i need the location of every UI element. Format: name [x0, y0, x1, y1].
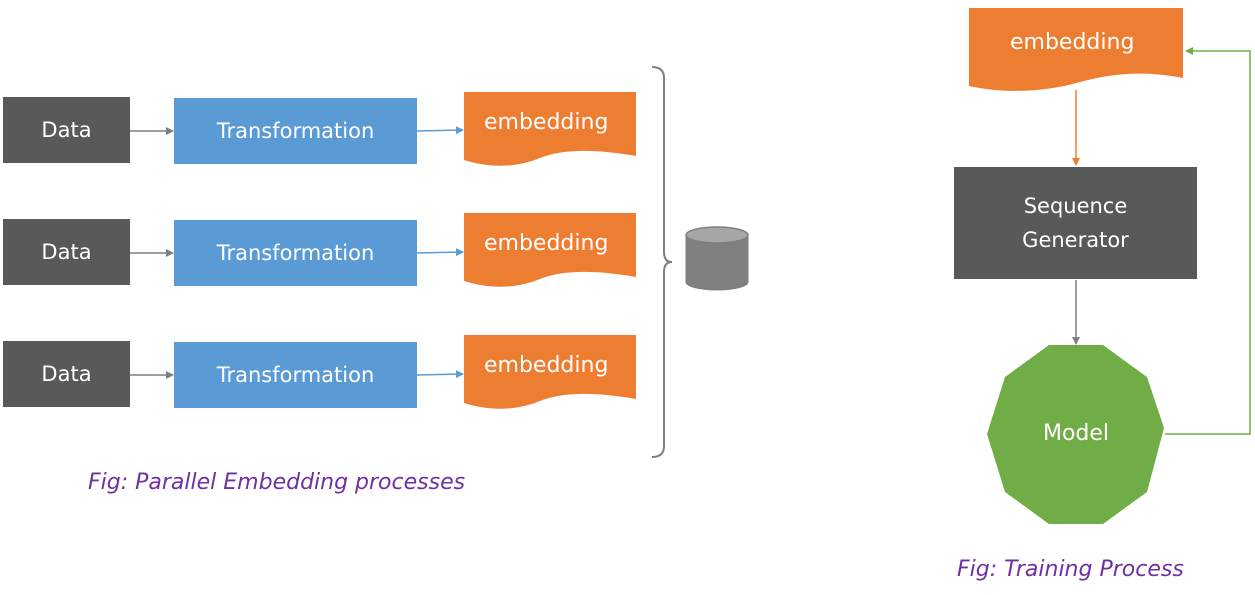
arrow-transformation-to-embedding-3	[416, 370, 464, 379]
caption-training-process: Fig: Training Process	[957, 557, 1184, 582]
data-label-2: Data	[41, 240, 92, 264]
transformation-box-1: Transformation	[174, 98, 417, 164]
right-brace	[651, 66, 673, 458]
data-label-1: Data	[41, 118, 92, 142]
embedding-doc-1	[464, 92, 636, 166]
arrow-transformation-to-embedding-2	[416, 248, 464, 257]
sequence-generator-label: Sequence Generator	[1022, 194, 1129, 252]
sequence-generator-box: Sequence Generator	[954, 167, 1197, 279]
embedding-label-2: embedding	[484, 231, 609, 256]
data-label-3: Data	[41, 362, 92, 386]
embedding-doc-right	[969, 8, 1183, 91]
transformation-label-1: Transformation	[216, 119, 375, 143]
database-icon	[685, 226, 749, 291]
transformation-box-2: Transformation	[174, 220, 417, 286]
embedding-label-3: embedding	[484, 353, 609, 378]
caption-parallel-embedding: Fig: Parallel Embedding processes	[88, 470, 466, 495]
model-label: Model	[1042, 421, 1110, 446]
embedding-doc-3	[464, 335, 636, 409]
data-box-1: Data	[3, 97, 130, 163]
arrow-model-feedback-to-embedding	[1165, 47, 1251, 435]
transformation-box-3: Transformation	[174, 342, 417, 408]
transformation-label-3: Transformation	[216, 363, 375, 387]
embedding-label-1: embedding	[484, 110, 609, 135]
embedding-doc-2	[464, 213, 636, 287]
embedding-label-right: embedding	[1010, 30, 1135, 55]
model-shape	[987, 345, 1164, 524]
data-box-2: Data	[3, 219, 130, 285]
arrow-transformation-to-embedding-1	[416, 126, 464, 135]
transformation-label-2: Transformation	[216, 241, 375, 265]
data-box-3: Data	[3, 341, 130, 407]
